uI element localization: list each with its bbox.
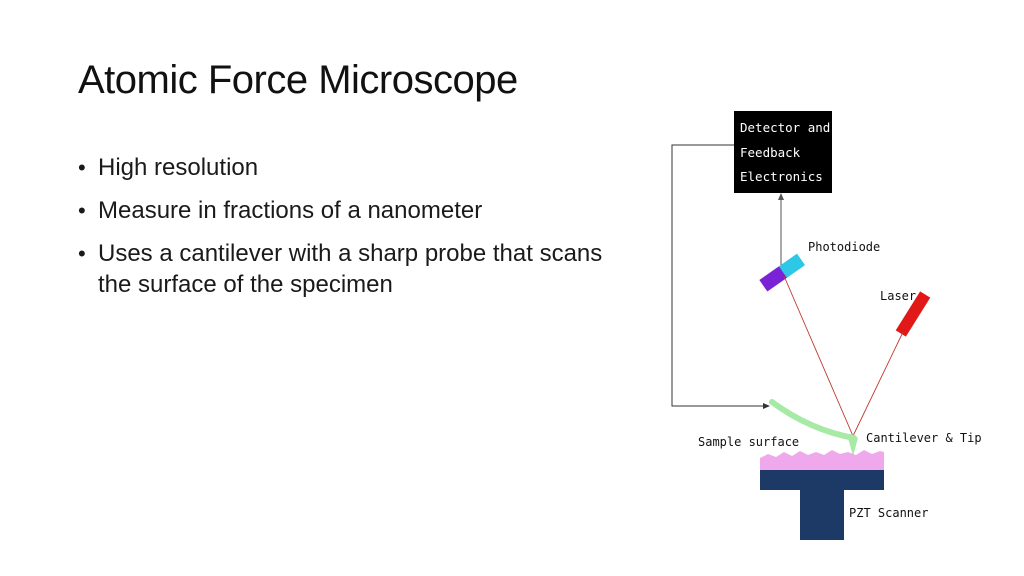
cantilever-tip [848,438,858,456]
bullet-text: High resolution [98,154,259,181]
detector-label-line3: Electronics [740,169,823,184]
bullet-dot-icon: • [78,241,86,266]
laser-label: Laser [880,289,916,303]
detector-label-line1: Detector and [740,120,830,135]
bullet-text: Measure in fractions of a nanometer [98,197,483,224]
photodiode-label: Photodiode [808,240,880,254]
sample-surface-label: Sample surface [698,435,799,449]
sample-surface [760,450,884,470]
laser-beam-reflected [783,275,854,437]
cantilever [769,399,857,441]
slide-title: Atomic Force Microscope [78,58,518,102]
scanner-label: PZT Scanner [849,506,928,520]
bullet-dot-icon: • [78,155,86,180]
signal-arrow-icon [778,193,784,200]
feedback-arrow-icon [763,403,770,409]
feedback-loop-line [671,144,768,407]
detector-label-line2: Feedback [740,145,801,160]
bullet-text: Uses a cantilever with a sharp probe tha… [98,240,603,298]
bullet-item: • High resolution [76,152,616,183]
cantilever-label: Cantilever & Tip [866,431,982,445]
laser-beam-incident [852,331,904,437]
scanner-top [760,470,884,490]
scanner-stem [800,490,844,540]
detector-box [734,111,832,193]
bullet-item: • Uses a cantilever with a sharp probe t… [76,238,616,300]
afm-diagram: Detector and Feedback Electronics Photod… [671,111,982,540]
laser [895,291,931,337]
bullet-item: • Measure in fractions of a nanometer [76,195,616,226]
bullet-list: • High resolution • Measure in fractions… [76,152,616,312]
bullet-dot-icon: • [78,198,86,223]
photodiode [759,253,806,292]
